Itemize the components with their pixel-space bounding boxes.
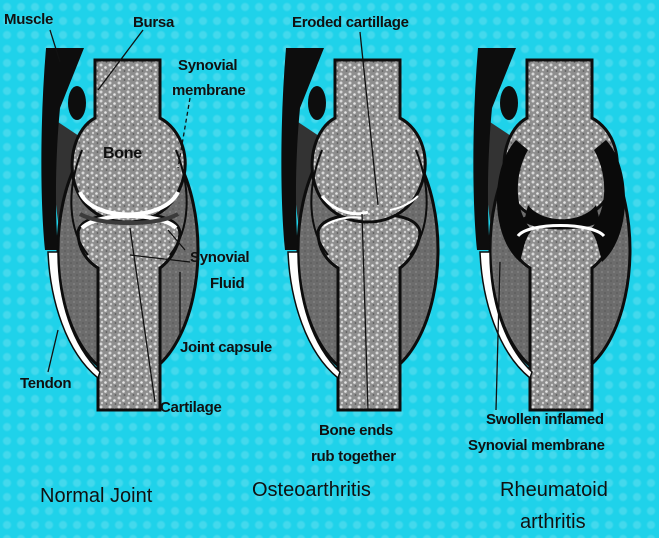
label-synovial-membrane-line2: membrane <box>172 82 245 99</box>
label-cartilage: Cartilage <box>160 399 222 416</box>
bursa-shape <box>68 86 86 120</box>
title-rheumatoid-line1: Rheumatoid <box>500 479 608 501</box>
title-osteoarthritis: Osteoarthritis <box>252 479 371 501</box>
panel-titles: Normal Joint Osteoarthritis Rheumatoid a… <box>40 479 608 533</box>
title-rheumatoid-line2: arthritis <box>520 511 586 533</box>
label-synovial-fluid-line1: Synovial <box>190 249 249 266</box>
label-synovial-fluid-line2: Fluid <box>210 275 244 292</box>
label-eroded-cartilage: Eroded cartillage <box>292 14 409 31</box>
label-swollen-line1: Swollen inflamed <box>486 411 604 428</box>
label-bone-ends-line1: Bone ends <box>319 422 393 439</box>
label-tendon: Tendon <box>20 375 71 392</box>
normal-knee-joint-icon <box>41 48 198 410</box>
title-normal-joint: Normal Joint <box>40 485 153 507</box>
label-bursa: Bursa <box>133 14 175 31</box>
label-bone: Bone <box>103 145 142 162</box>
label-joint-capsule: Joint capsule <box>180 339 272 356</box>
label-swollen-line2: Synovial membrane <box>468 437 605 454</box>
label-synovial-membrane-line1: Synovial <box>178 57 237 74</box>
label-bone-ends-line2: rub together <box>311 448 396 465</box>
label-muscle: Muscle <box>4 11 53 28</box>
osteoarthritis-knee-joint-icon <box>281 48 438 410</box>
